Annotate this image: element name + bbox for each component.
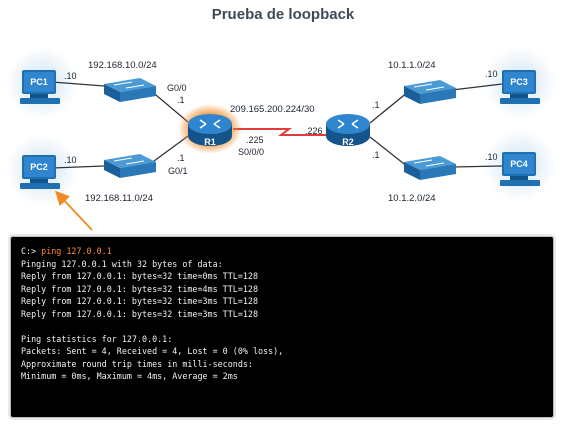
- r2-lan3-address: .1: [372, 100, 380, 110]
- terminal-line: Reply from 127.0.0.1: bytes=32 time=3ms …: [21, 308, 258, 319]
- r2-wan-address: .226: [305, 126, 323, 136]
- pc4-icon: PC4: [500, 152, 540, 186]
- terminal-command: ping 127.0.0.1: [41, 246, 112, 256]
- pc2-address: .10: [64, 155, 77, 165]
- r1-g00-label: G0/0: [167, 83, 187, 93]
- lan1-label: 192.168.10.0/24: [88, 60, 157, 71]
- arrow-icon: [55, 190, 93, 231]
- r1-lan1-address: .1: [177, 95, 185, 105]
- network-topology: PC1 PC2 PC3 PC4: [6, 47, 556, 231]
- lan2-label: 192.168.11.0/24: [85, 193, 153, 204]
- wan-label: 209.165.200.224/30: [230, 104, 315, 115]
- switch-icon: [104, 78, 156, 102]
- terminal-stat-line: Ping statistics for 127.0.0.1:: [21, 333, 173, 344]
- diagram-title: Prueba de loopback: [211, 6, 355, 23]
- lan3-label: 10.1.1.0/24: [388, 60, 436, 71]
- pc1-icon: PC1: [20, 70, 60, 104]
- pc3-label: PC3: [510, 77, 528, 87]
- terminal-stat-line: Minimum = 0ms, Maximum = 4ms, Average = …: [21, 371, 238, 381]
- lan4-label: 10.1.2.0/24: [388, 193, 436, 204]
- switch-icon: [404, 156, 456, 180]
- switch-icon: [104, 154, 156, 178]
- router-r2-icon: R2: [326, 114, 370, 147]
- terminal-line: Reply from 127.0.0.1: bytes=32 time=3ms …: [21, 296, 258, 306]
- terminal-line: Pinging 127.0.0.1 with 32 bytes of data:: [21, 258, 223, 269]
- pc4-address: .10: [485, 152, 498, 162]
- terminal-command-line: C:> ping 127.0.0.1: [21, 245, 543, 258]
- pc1-address: .10: [64, 71, 77, 81]
- r1-lan2-address: .1: [177, 153, 185, 163]
- pc3-icon: PC3: [500, 70, 540, 104]
- terminal-line: Reply from 127.0.0.1: bytes=32 time=0ms …: [21, 271, 258, 281]
- r1-g01-label: G0/1: [168, 166, 188, 176]
- terminal-prompt: C:>: [21, 246, 42, 256]
- links: [51, 81, 503, 169]
- terminal-stat-line: Packets: Sent = 4, Received = 4, Lost = …: [21, 346, 284, 356]
- pc1-label: PC1: [30, 77, 48, 87]
- serial-link: [233, 128, 337, 136]
- r2-label: R2: [342, 137, 354, 147]
- terminal-line: Reply from 127.0.0.1: bytes=32 time=4ms …: [21, 283, 258, 294]
- r1-s000-label: S0/0/0: [238, 147, 264, 157]
- pc2-label: PC2: [30, 162, 48, 172]
- r1-label: R1: [204, 137, 216, 147]
- pc2-icon: PC2: [20, 155, 60, 189]
- r1-wan-address: .225: [246, 135, 264, 145]
- terminal-output: C:> ping 127.0.0.1 Pinging 127.0.0.1 wit…: [10, 236, 554, 418]
- pc3-address: .10: [485, 69, 498, 79]
- terminal-stat-line: Approximate round trip times in milli-se…: [21, 358, 253, 369]
- switch-icon: [404, 80, 456, 104]
- router-r1-icon: R1: [188, 114, 232, 147]
- pc4-label: PC4: [510, 159, 528, 169]
- r2-lan4-address: .1: [372, 150, 380, 160]
